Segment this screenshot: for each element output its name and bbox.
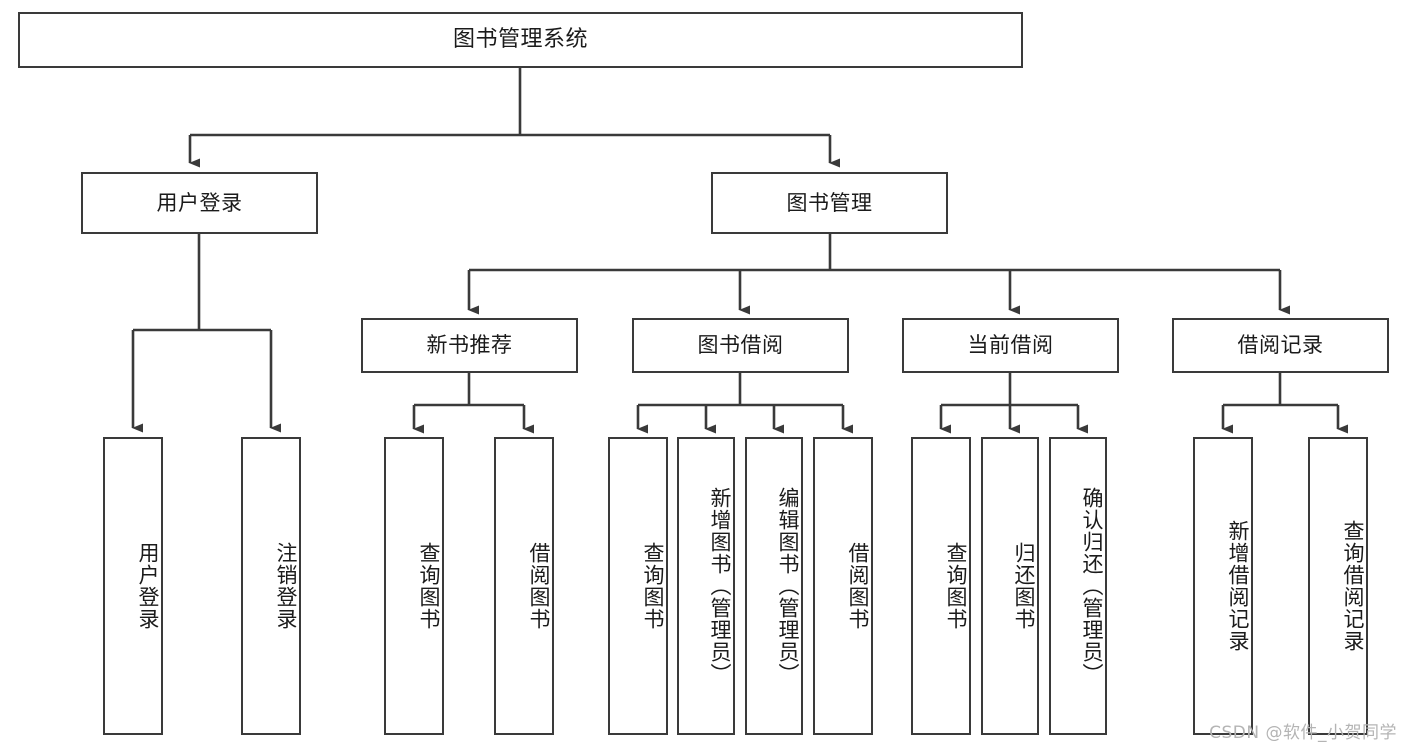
node-book-manage[interactable]: 图书管理 — [711, 172, 948, 234]
node-leaf-confirm-return-admin[interactable]: 确认归还（管理员） — [1049, 437, 1107, 735]
node-leaf-borrow-book-borrow[interactable]: 借阅图书 — [813, 437, 873, 735]
csdn-watermark: CSDN @软件_小贺同学 — [1209, 723, 1397, 743]
node-user-login[interactable]: 用户登录 — [81, 172, 318, 234]
node-new-book-recommendation[interactable]: 新书推荐 — [361, 318, 578, 373]
node-label: 注销登录 — [274, 542, 298, 630]
node-leaf-query-book-new-book[interactable]: 查询图书 — [384, 437, 444, 735]
node-label: 借阅记录 — [1237, 333, 1324, 358]
node-label: 当前借阅 — [967, 333, 1054, 358]
node-label: 归还图书 — [1012, 542, 1036, 630]
node-label: 查询图书 — [641, 542, 665, 630]
node-leaf-query-borrow-record[interactable]: 查询借阅记录 — [1308, 437, 1368, 735]
node-book-borrow[interactable]: 图书借阅 — [632, 318, 849, 373]
node-label: 图书管理 — [786, 190, 873, 215]
node-leaf-add-borrow-record[interactable]: 新增借阅记录 — [1193, 437, 1253, 735]
node-label: 编辑图书（管理员） — [776, 487, 800, 685]
node-label: 用户登录 — [136, 542, 160, 630]
node-label: 新书推荐 — [426, 333, 513, 358]
node-label: 借阅图书 — [846, 542, 870, 630]
node-leaf-query-book-current[interactable]: 查询图书 — [911, 437, 971, 735]
node-root-book-management-system[interactable]: 图书管理系统 — [18, 12, 1023, 68]
node-leaf-logout[interactable]: 注销登录 — [241, 437, 301, 735]
node-label: 图书借阅 — [697, 333, 784, 358]
node-label: 新增借阅记录 — [1226, 520, 1250, 652]
node-label: 查询借阅记录 — [1341, 520, 1365, 652]
node-label: 查询图书 — [417, 542, 441, 630]
node-label: 用户登录 — [156, 190, 243, 215]
node-label: 查询图书 — [944, 542, 968, 630]
node-leaf-add-book-admin[interactable]: 新增图书（管理员） — [677, 437, 735, 735]
node-label: 新增图书（管理员） — [708, 487, 732, 685]
node-label: 确认归还（管理员） — [1080, 487, 1104, 685]
node-borrow-record[interactable]: 借阅记录 — [1172, 318, 1389, 373]
node-label: 借阅图书 — [527, 542, 551, 630]
node-label: 图书管理系统 — [452, 27, 588, 53]
node-leaf-user-login[interactable]: 用户登录 — [103, 437, 163, 735]
node-leaf-borrow-book-new-book[interactable]: 借阅图书 — [494, 437, 554, 735]
node-leaf-query-book-borrow[interactable]: 查询图书 — [608, 437, 668, 735]
node-current-borrow[interactable]: 当前借阅 — [902, 318, 1119, 373]
node-leaf-return-book[interactable]: 归还图书 — [981, 437, 1039, 735]
node-leaf-edit-book-admin[interactable]: 编辑图书（管理员） — [745, 437, 803, 735]
